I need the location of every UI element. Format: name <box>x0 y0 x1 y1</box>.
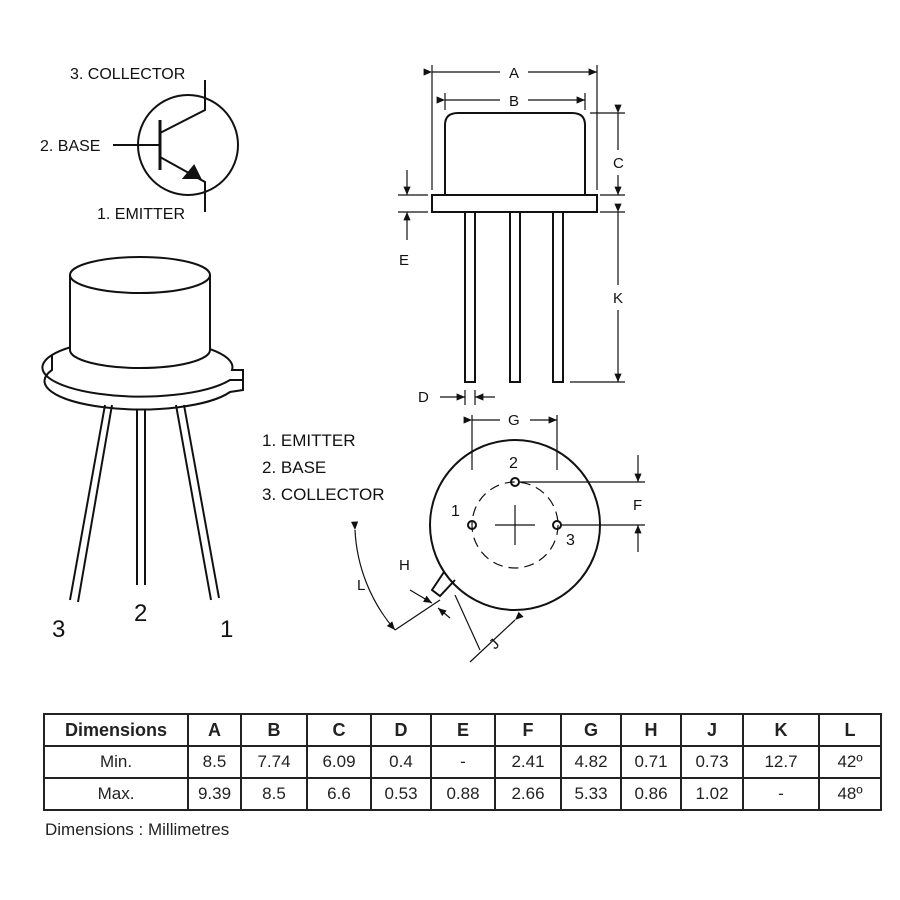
side-view <box>398 65 625 405</box>
table-cell: 7.74 <box>240 745 308 779</box>
table-cell: 12.7 <box>742 745 820 779</box>
table-cell: - <box>430 745 496 779</box>
bottom-pin-3: 3 <box>566 532 575 549</box>
header-cell: D <box>370 713 432 747</box>
header-cell: E <box>430 713 496 747</box>
row-label: Max. <box>43 777 189 811</box>
dim-label-h: H <box>399 557 410 574</box>
table-cell: 0.88 <box>430 777 496 811</box>
transistor-package-drawing: 3. COLLECTOR 2. BASE 1. EMITTER 3 2 1 1.… <box>40 65 645 663</box>
table-cell: 8.5 <box>187 745 242 779</box>
header-cell: H <box>620 713 682 747</box>
dim-label-a: A <box>509 65 519 82</box>
dimensions-table: Dimensions A B C D E F G H J K L Min. 8.… <box>43 713 882 811</box>
dim-label-f: F <box>633 497 642 514</box>
table-cell: 48º <box>818 777 882 811</box>
header-cell: C <box>306 713 372 747</box>
lead-label-1: 1 <box>220 616 233 643</box>
npn-transistor-symbol <box>113 80 239 212</box>
units-note: Dimensions : Millimetres <box>45 820 230 839</box>
table-cell: 9.39 <box>187 777 242 811</box>
table-cell: 0.53 <box>370 777 432 811</box>
bottom-pin-2: 2 <box>509 455 518 472</box>
table-cell: 5.33 <box>560 777 622 811</box>
dim-label-k: K <box>613 290 623 307</box>
pin-list-item: 1. EMITTER <box>262 431 356 450</box>
table-cell: 2.66 <box>494 777 562 811</box>
dim-label-j: J <box>486 636 503 653</box>
pin-list-item: 3. COLLECTOR <box>262 485 385 504</box>
to39-3d-package <box>41 256 244 603</box>
table-cell: 6.09 <box>306 745 372 779</box>
header-cell: L <box>818 713 882 747</box>
bottom-view <box>350 415 645 663</box>
pin-list-item: 2. BASE <box>262 458 326 477</box>
lead-label-3: 3 <box>52 616 65 643</box>
table-cell: 0.86 <box>620 777 682 811</box>
dim-label-e: E <box>399 252 409 269</box>
symbol-collector-label: 3. COLLECTOR <box>70 66 185 83</box>
header-cell: F <box>494 713 562 747</box>
table-header-row: Dimensions A B C D E F G H J K L <box>43 713 882 747</box>
bottom-pin-1: 1 <box>451 503 460 520</box>
table-cell: 4.82 <box>560 745 622 779</box>
table-row-max: Max. 9.39 8.5 6.6 0.53 0.88 2.66 5.33 0.… <box>43 777 882 811</box>
table-cell: 2.41 <box>494 745 562 779</box>
header-cell: A <box>187 713 242 747</box>
table-cell: 0.4 <box>370 745 432 779</box>
table-row-min: Min. 8.5 7.74 6.09 0.4 - 2.41 4.82 0.71 … <box>43 745 882 779</box>
table-cell: 8.5 <box>240 777 308 811</box>
header-cell: G <box>560 713 622 747</box>
symbol-emitter-label: 1. EMITTER <box>97 206 185 223</box>
header-cell: K <box>742 713 820 747</box>
dim-label-g: G <box>508 412 520 429</box>
row-label: Min. <box>43 745 189 779</box>
header-cell: B <box>240 713 308 747</box>
table-cell: 6.6 <box>306 777 372 811</box>
table-cell: 0.73 <box>680 745 744 779</box>
table-cell: 1.02 <box>680 777 744 811</box>
table-cell: 42º <box>818 745 882 779</box>
lead-label-2: 2 <box>134 600 147 627</box>
dim-label-d: D <box>418 389 429 406</box>
dim-label-l: L <box>357 577 365 594</box>
dim-label-c: C <box>613 155 624 172</box>
header-cell: Dimensions <box>43 713 189 747</box>
dim-label-b: B <box>509 93 519 110</box>
header-cell: J <box>680 713 744 747</box>
symbol-base-label: 2. BASE <box>40 138 100 155</box>
table-cell: 0.71 <box>620 745 682 779</box>
table-cell: - <box>742 777 820 811</box>
